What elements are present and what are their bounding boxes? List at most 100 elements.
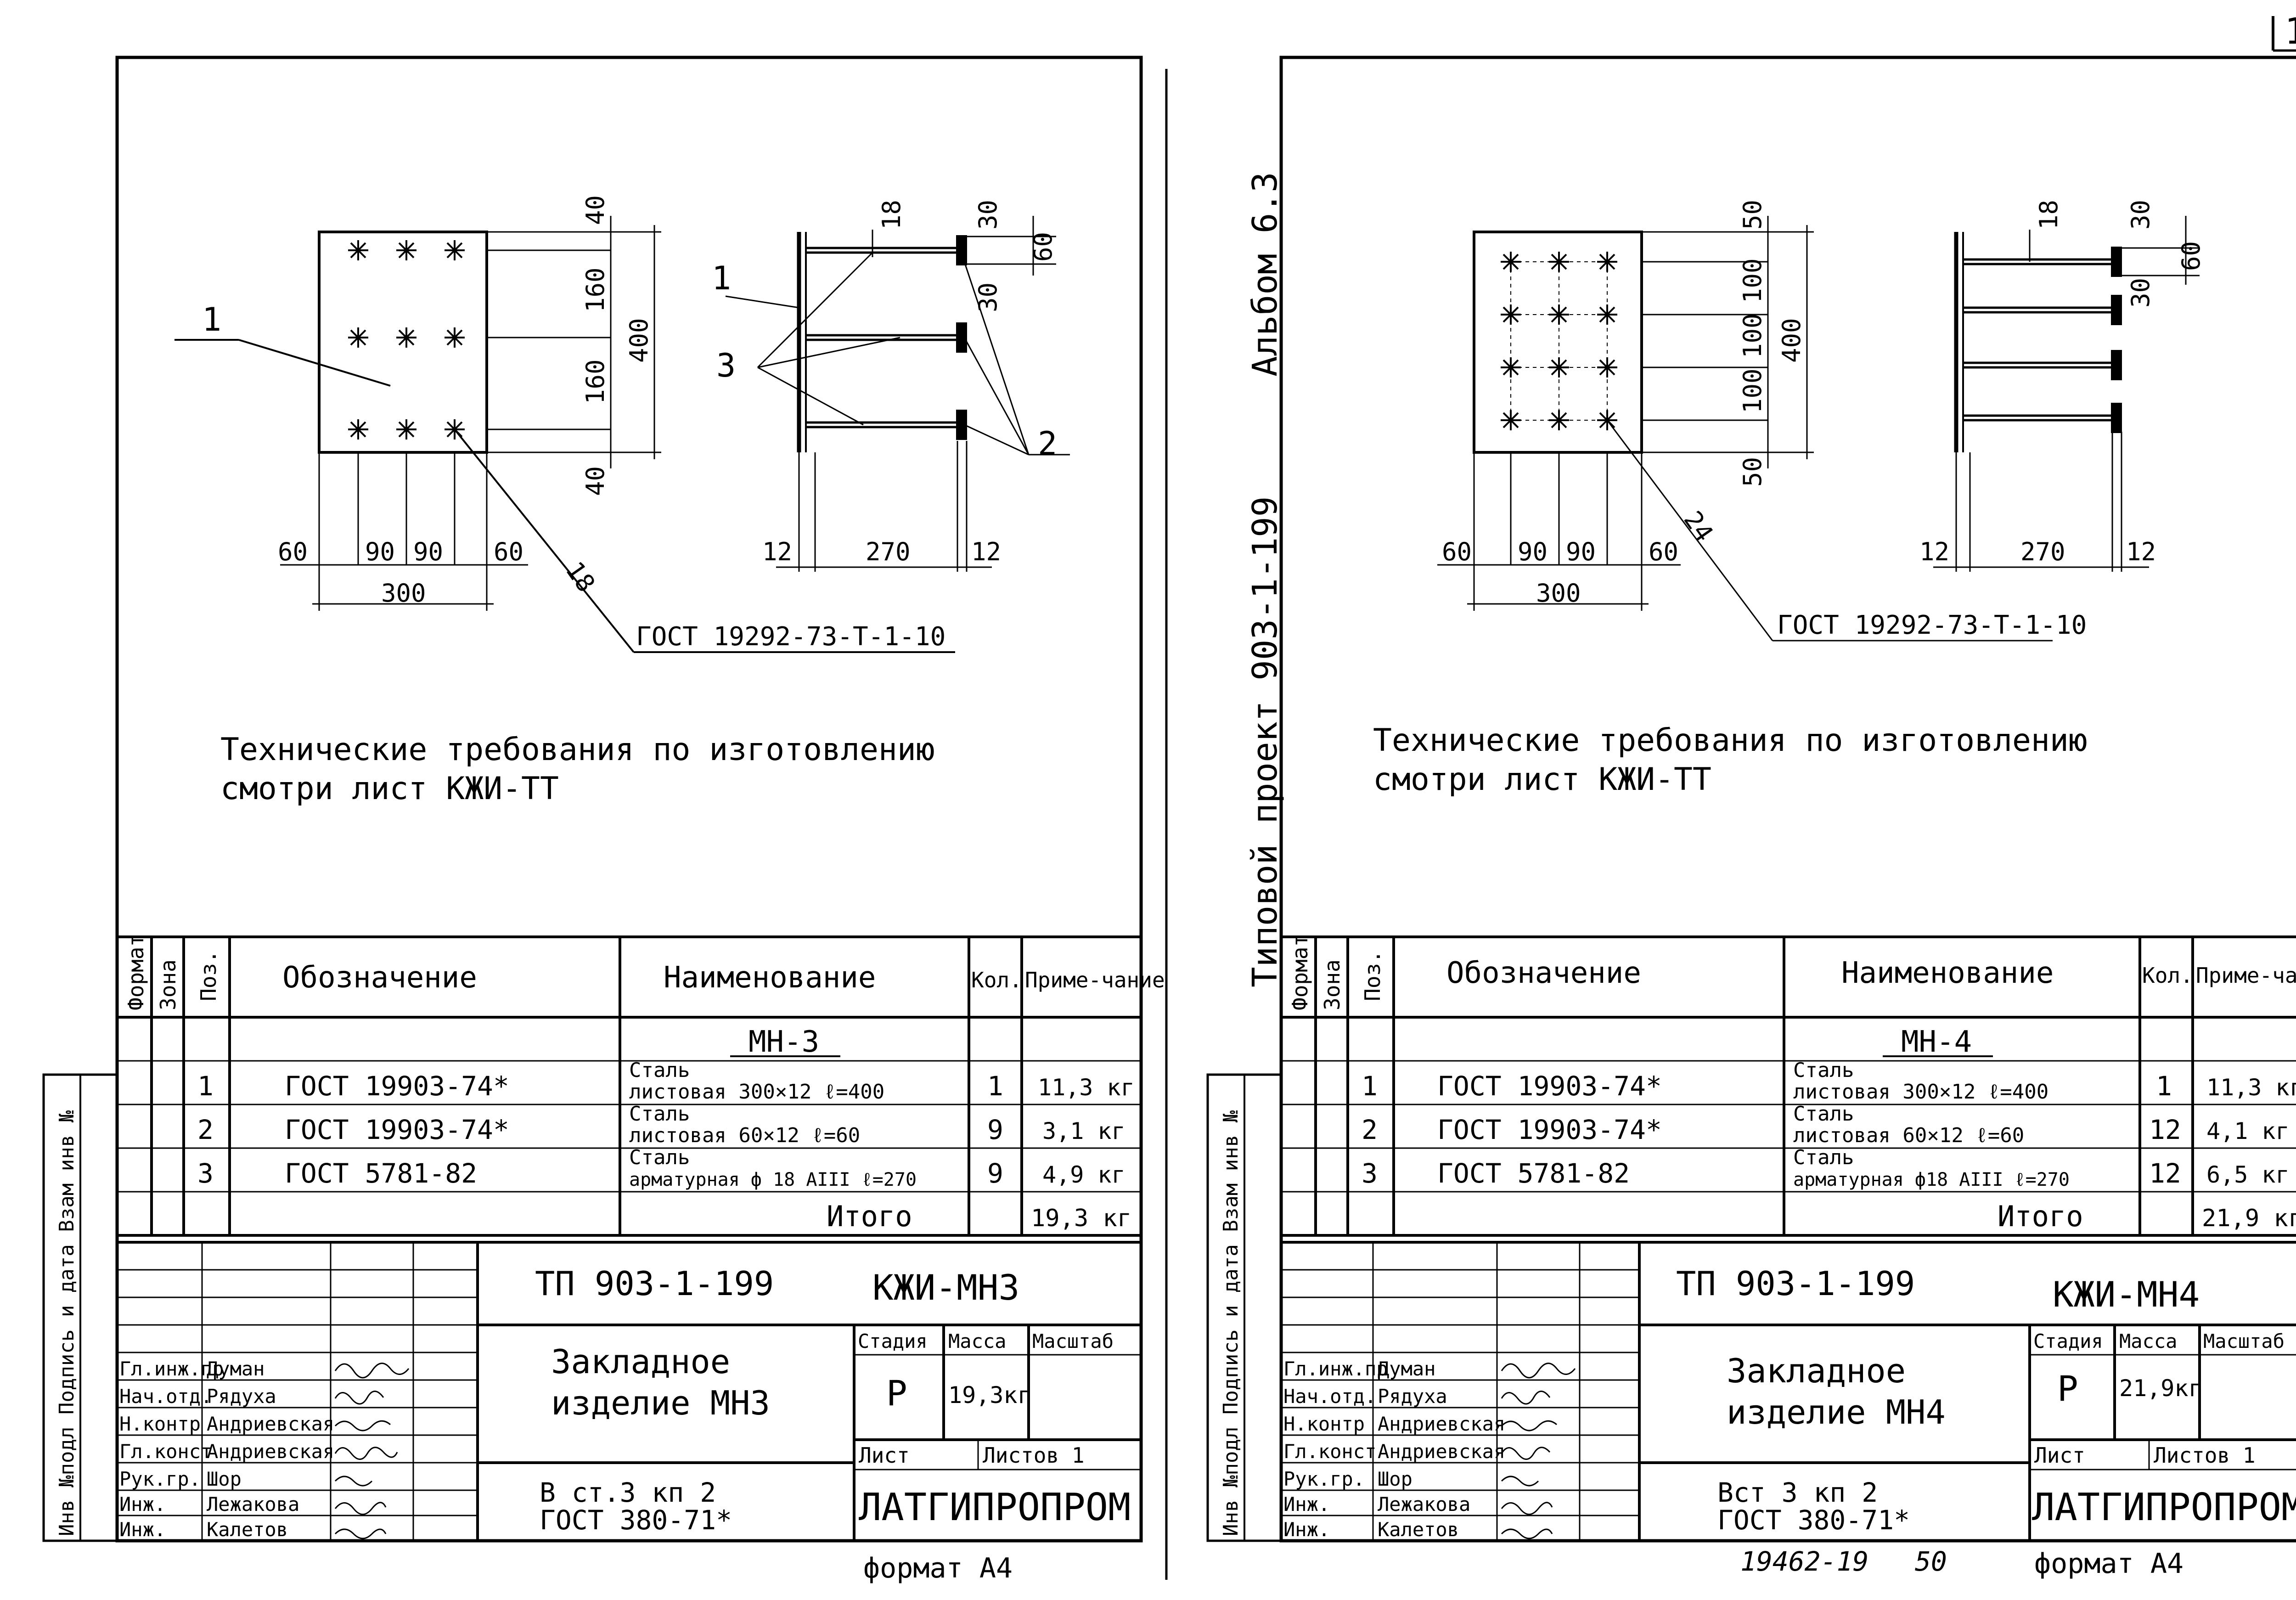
mn3-side-top-0: 18 bbox=[877, 200, 906, 230]
mn4-title-text: ТП 903-1-199 КЖИ-МН4 Закладное изделие М… bbox=[1283, 1264, 2296, 1541]
mn3-role-1: Нач.отд. bbox=[119, 1385, 212, 1408]
mn4-stage: Р bbox=[2057, 1368, 2078, 1409]
mn4-row2-designation: ГОСТ 19903-74* bbox=[1437, 1114, 1662, 1145]
inventory-label-mn4: Инв №подл Подпись и дата Взам инв № bbox=[1219, 1110, 1243, 1536]
mn4-stage-label: Стадия bbox=[2033, 1330, 2103, 1352]
mn3-stage: Р bbox=[886, 1373, 907, 1414]
mn4-tech-req-1: Технические требования по изготовлению bbox=[1373, 722, 2088, 759]
mn3-gost-ref: ГОСТ 19292-73-Т-1-10 bbox=[636, 622, 945, 652]
mn3-row1-name-top: Сталь bbox=[629, 1059, 690, 1082]
mn4-material-1: Вст 3 кп 2 bbox=[1717, 1477, 1878, 1508]
mn3-side-dim-1: 270 bbox=[866, 537, 911, 566]
mn3-dim-height: 400 bbox=[625, 318, 653, 363]
mn3-row1-qty: 1 bbox=[987, 1070, 1003, 1102]
mn3-spec-table bbox=[117, 935, 1141, 1237]
mn3-total-value: 19,3 кг bbox=[1031, 1205, 1131, 1232]
mn3-dim-v-3: 40 bbox=[581, 466, 610, 496]
mn3-mass: 19,3кг bbox=[948, 1382, 1031, 1408]
mn3-dim-v-1: 160 bbox=[581, 267, 610, 312]
mn4-total-label: Итого bbox=[1998, 1200, 2083, 1233]
mn4-side-top-1: 30 bbox=[2126, 200, 2155, 230]
mn3-row2-name-top: Сталь bbox=[629, 1102, 690, 1126]
mn3-name-1: Рядуха bbox=[207, 1385, 276, 1408]
mn3-sheet-label: Лист bbox=[859, 1443, 910, 1468]
mn4-row3-pos: 3 bbox=[1362, 1158, 1378, 1189]
mn3-spec-header-zone: Зона bbox=[156, 959, 180, 1010]
mn3-tech-req-2: смотри лист КЖИ-ТТ bbox=[220, 771, 559, 807]
mn4-format-note: формат А4 bbox=[2034, 1548, 2183, 1580]
mn3-total-label: Итого bbox=[827, 1200, 912, 1233]
mn4-name-5: Лежакова bbox=[1378, 1493, 1470, 1515]
mn4-side-dim-0: 12 bbox=[1919, 537, 1949, 566]
mn3-row2-name-bottom: листовая 60×12 ℓ=60 bbox=[629, 1124, 860, 1147]
mn4-sheet-label: Лист bbox=[2034, 1443, 2085, 1468]
mn3-organization: ЛАТГИПРОПРОМ bbox=[859, 1486, 1131, 1529]
mn4-row1-designation: ГОСТ 19903-74* bbox=[1437, 1070, 1662, 1102]
mn3-spec-header-format: Формат bbox=[124, 934, 148, 1010]
mn4-dim-height: 400 bbox=[1777, 318, 1806, 363]
inventory-label-mn3: Инв №подл Подпись и дата Взам инв № bbox=[55, 1110, 79, 1536]
mn4-dim-v-2: 100 bbox=[1738, 313, 1767, 358]
inventory-strip-mn3: Инв №подл Подпись и дата Взам инв № bbox=[42, 1073, 118, 1542]
mn4-organization: ЛАТГИПРОПРОМ bbox=[2032, 1486, 2296, 1529]
mn3-spec-header-note: Приме-чание bbox=[1025, 968, 1165, 992]
page-number-text: 149 bbox=[2285, 11, 2296, 52]
mn3-side-dim-0: 12 bbox=[762, 537, 792, 566]
mn4-side-dims: 12 270 12 18 30 30 60 bbox=[1919, 200, 2206, 566]
mn3-row3-pos: 3 bbox=[197, 1158, 214, 1189]
mn4-dim-h-2: 90 bbox=[1566, 537, 1596, 566]
mn3-plate-view bbox=[174, 216, 955, 653]
mn4-signatures bbox=[1501, 1363, 1576, 1539]
mn3-side-callout-3: 3 bbox=[716, 347, 736, 384]
mn3-row3-name-top: Сталь bbox=[629, 1146, 690, 1169]
mn4-name-1: Рядуха bbox=[1378, 1385, 1447, 1408]
mn4-role-4: Рук.гр. bbox=[1283, 1468, 1365, 1490]
mn4-row2-name-bottom: листовая 60×12 ℓ=60 bbox=[1793, 1124, 2024, 1147]
mn3-dim-v-0: 40 bbox=[581, 195, 610, 225]
mn3-side-dims: 12 270 12 18 30 30 60 1 2 3 bbox=[712, 200, 1058, 566]
mn3-row3-name-bottom: арматурная ф 18 АIII ℓ=270 bbox=[629, 1169, 917, 1190]
mn4-total-value: 21,9 кг bbox=[2202, 1205, 2296, 1232]
mn4-scale-label: Масштаб bbox=[2203, 1330, 2285, 1352]
mn4-tech-req-2: смотри лист КЖИ-ТТ bbox=[1373, 761, 1711, 798]
mn4-name-4: Шор bbox=[1378, 1468, 1412, 1490]
mn3-name-3: Андриевская bbox=[207, 1440, 334, 1463]
mn3-spec-header-name: Наименование bbox=[664, 961, 876, 995]
mn3-name-0: Думан bbox=[207, 1358, 264, 1380]
mn4-spec-header-format: Формат bbox=[1288, 934, 1312, 1010]
mn4-row1-pos: 1 bbox=[1362, 1070, 1378, 1102]
mn4-row2-note: 4,1 кг bbox=[2206, 1118, 2290, 1144]
mn3-role-3: Гл.конст bbox=[119, 1440, 212, 1463]
mn3-dim-width: 300 bbox=[381, 579, 426, 608]
mn3-spec-group: МН-3 bbox=[748, 1025, 819, 1059]
mn3-spec-header-pos: Поз. bbox=[196, 950, 221, 1001]
mn4-side-dim-1: 270 bbox=[2020, 537, 2065, 566]
mn3-side-top-1: 30 bbox=[974, 200, 1002, 230]
mn4-name-0: Думан bbox=[1378, 1358, 1435, 1380]
mn4-row1-note: 11,3 кг bbox=[2206, 1074, 2296, 1101]
mn3-role-6: Инж. bbox=[119, 1518, 166, 1541]
mn3-side-view bbox=[725, 216, 1070, 572]
mn4-spec-header-name: Наименование bbox=[1841, 956, 2054, 990]
mn3-project-code: ТП 903-1-199 bbox=[535, 1264, 774, 1303]
mn3-dim-h-3: 60 bbox=[494, 537, 523, 566]
mn3-row3-note: 4,9 кг bbox=[1042, 1161, 1125, 1188]
inventory-strip-mn4: Инв №подл Подпись и дата Взам инв № bbox=[1206, 1073, 1283, 1542]
mn4-role-5: Инж. bbox=[1283, 1493, 1330, 1515]
mn3-dim-h-2: 90 bbox=[413, 537, 443, 566]
mn3-callout-1: 1 bbox=[202, 301, 221, 338]
mn4-role-0: Гл.инж.пр bbox=[1283, 1358, 1388, 1380]
mn4-material-2: ГОСТ 380-71* bbox=[1717, 1504, 1910, 1536]
mn3-material-1: В ст.3 кп 2 bbox=[540, 1477, 716, 1508]
mn3-dim-anchor: 18 bbox=[560, 556, 601, 597]
mn4-spec-table bbox=[1281, 935, 2296, 1237]
mn3-row1-pos: 1 bbox=[197, 1070, 214, 1102]
mn4-title-2: изделие МН4 bbox=[1727, 1393, 1946, 1431]
mn3-name-2: Андриевская bbox=[207, 1413, 334, 1435]
mn4-side-view bbox=[1933, 216, 2200, 572]
mn4-dim-v-4: 50 bbox=[1738, 457, 1767, 487]
mn3-sheet-code: КЖИ-МН3 bbox=[872, 1267, 1019, 1308]
mn4-dim-v-1: 100 bbox=[1738, 258, 1767, 303]
mn3-title-block bbox=[117, 1241, 1141, 1541]
